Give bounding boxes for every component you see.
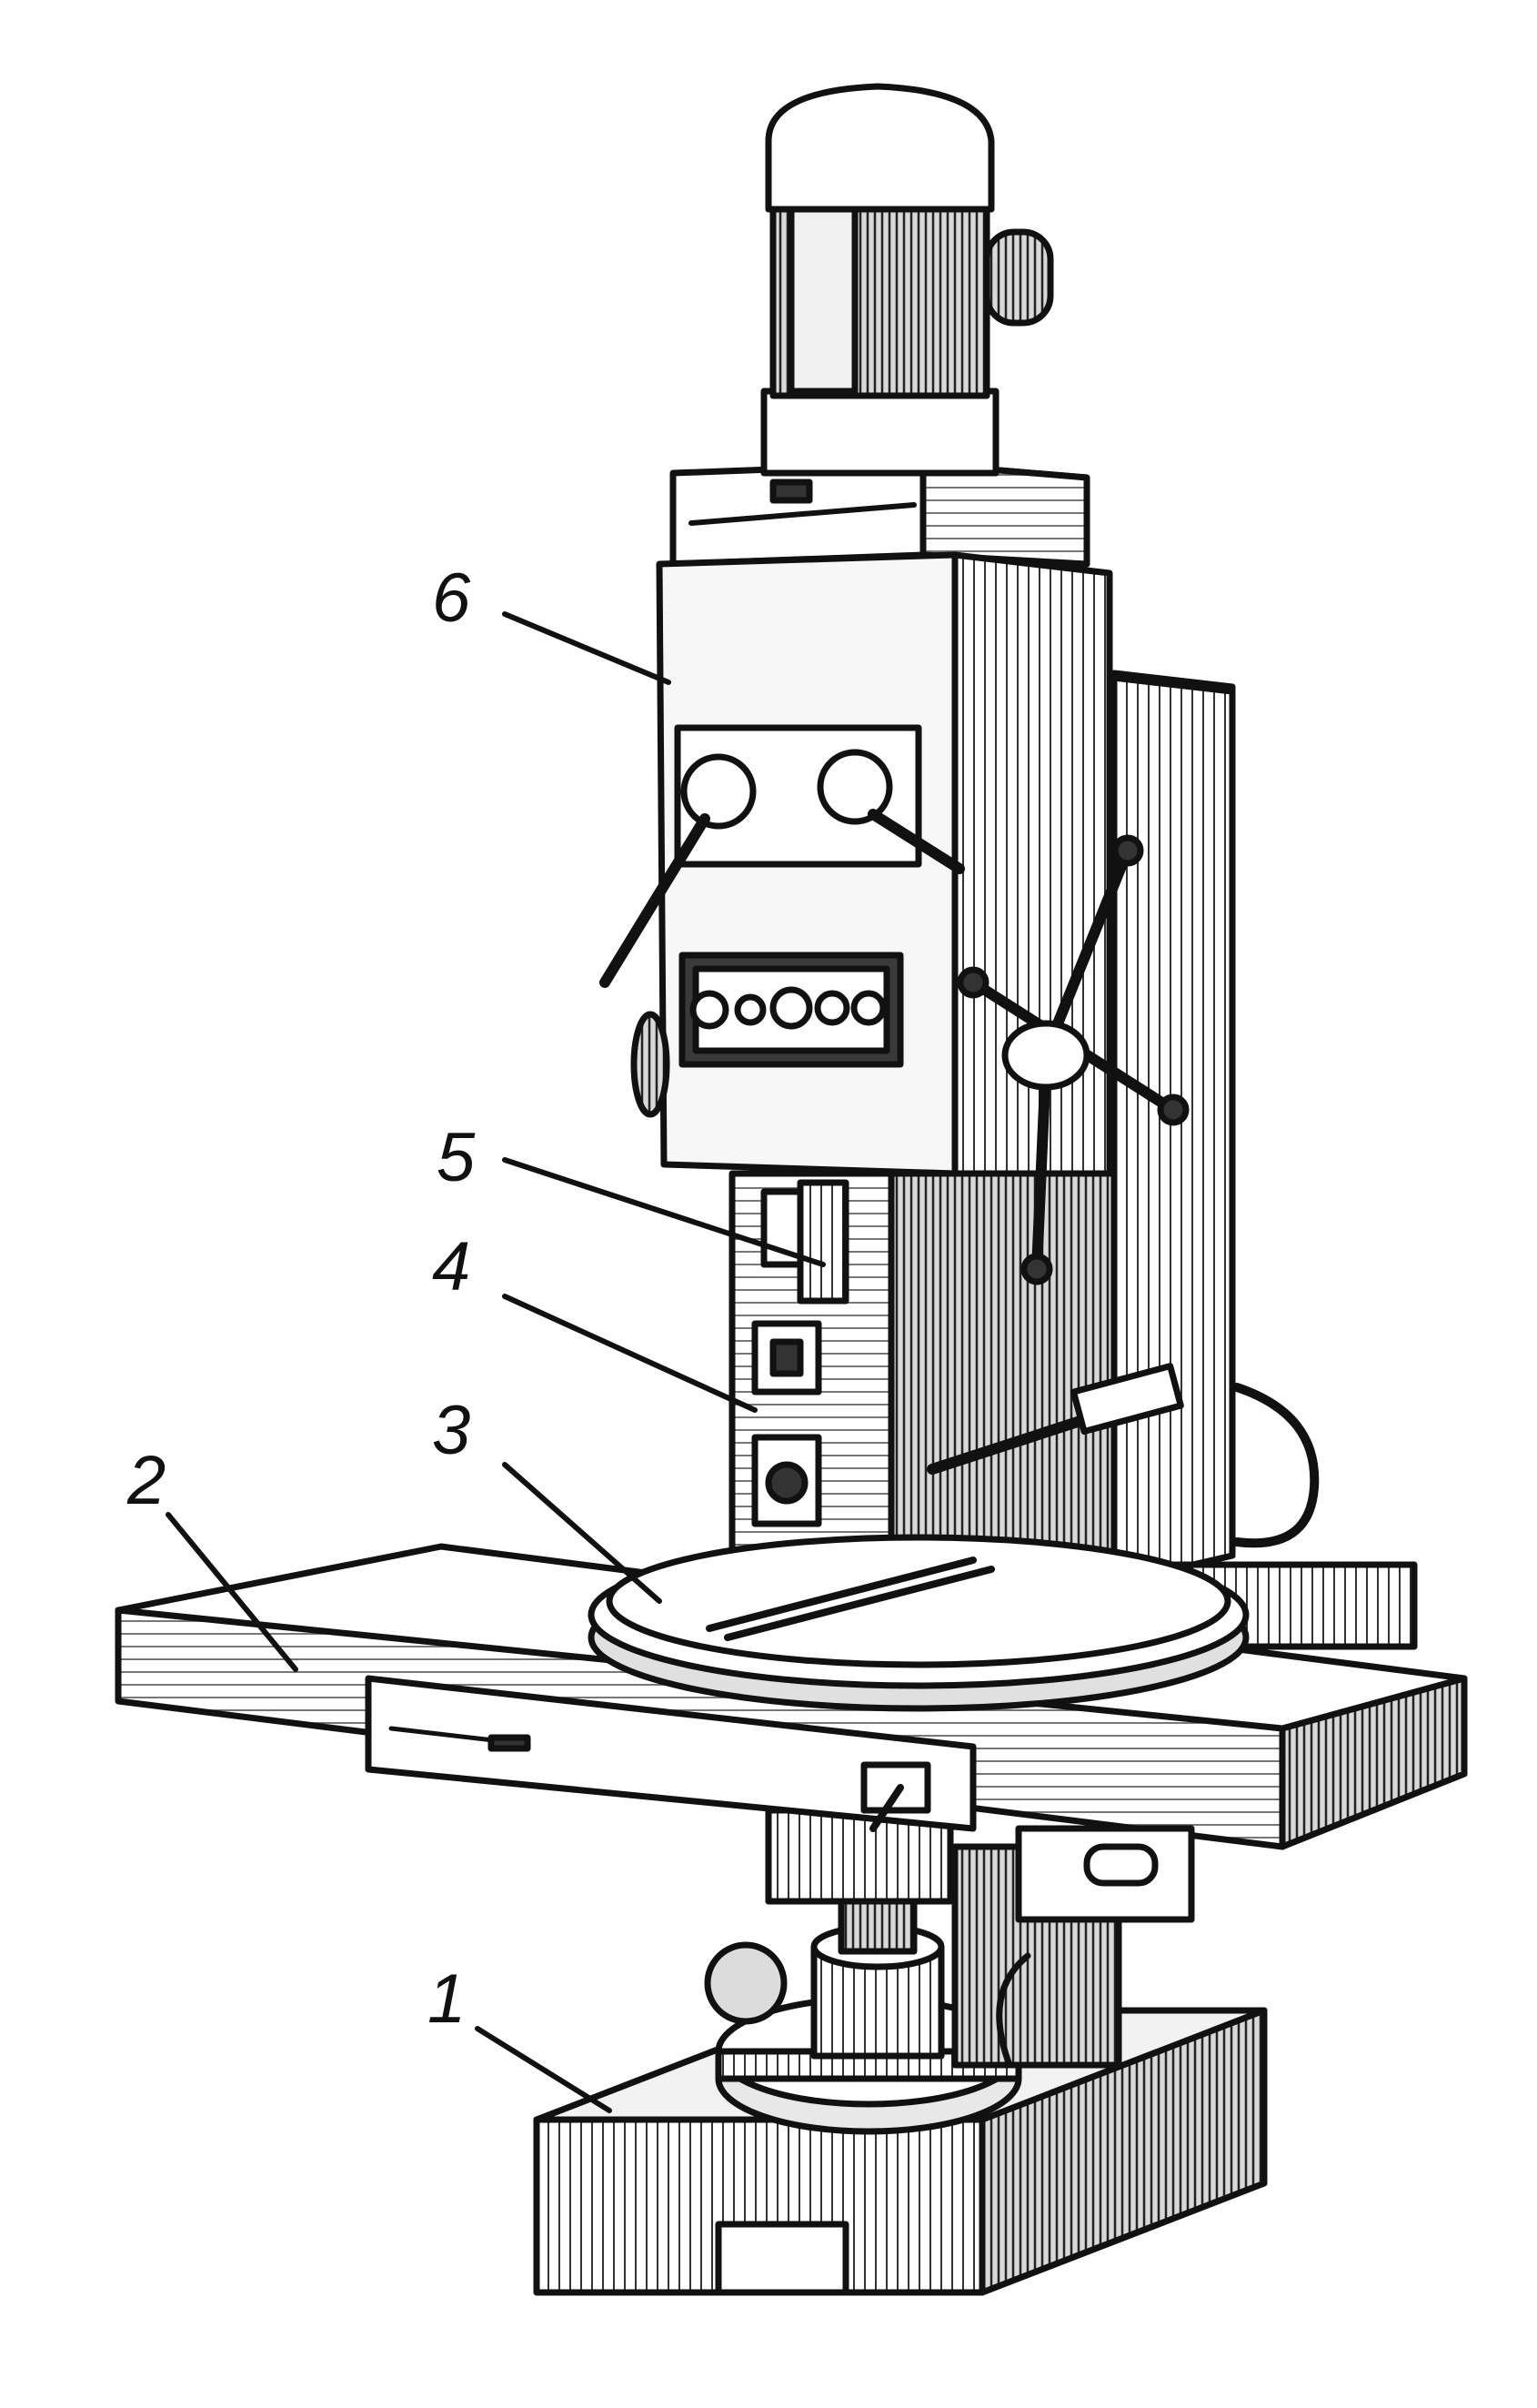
- callout-1: 1: [427, 1960, 467, 2038]
- callout-5: 5: [437, 1119, 476, 1196]
- leader-line-4: [502, 1294, 758, 1413]
- leader-line-6: [502, 611, 671, 685]
- leader-line-3: [502, 1462, 662, 1604]
- callout-6: 6: [432, 559, 471, 637]
- rotary-table: [588, 1534, 1250, 1712]
- leader-lines: [166, 611, 826, 2113]
- callout-4: 4: [432, 1228, 471, 1305]
- column: [728, 670, 1320, 1605]
- callout-2: 2: [127, 1442, 166, 1519]
- leader-line-2: [166, 1512, 298, 1672]
- leader-line-5: [502, 1157, 826, 1267]
- leader-line-1: [475, 2026, 612, 2113]
- callout-3: 3: [432, 1392, 471, 1469]
- spindle-head: [599, 460, 1190, 1285]
- motor: [760, 83, 1054, 477]
